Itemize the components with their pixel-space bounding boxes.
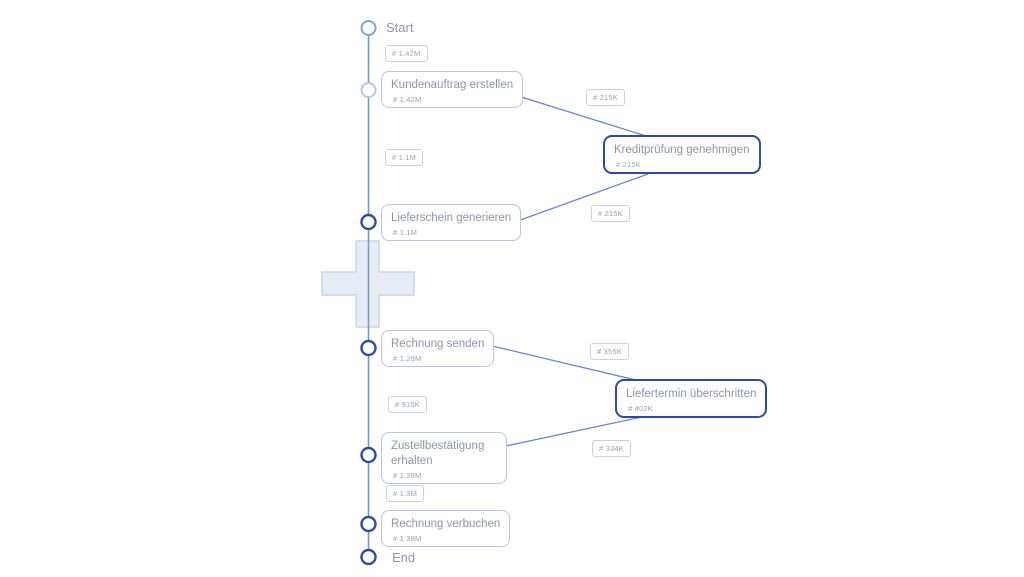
activity-count: # 1.29M [393,353,422,363]
activity-count: # 1.42M [393,94,422,104]
activity-title: Zustellbestätigung erhalten [391,440,485,467]
activity-title: Kreditprüfung genehmigen [614,144,750,156]
node-circle-rechnung-senden [360,339,377,357]
edge-liefertermin-to-zustellbestaetigung [491,413,657,450]
edge-kreditpruefung-to-lieferschein [500,173,649,228]
activity-node-kreditpruefung-genehmigen[interactable]: Kreditprüfung genehmigen # 215K [603,135,761,174]
edge-count-badge-start-to-kundenauftrag: # 1.42M [385,45,428,62]
activity-count: # 1.38M [393,533,422,543]
node-circle-kundenauftrag [360,82,377,98]
node-circle-rechnung-verbuchen [360,515,377,533]
activity-node-lieferschein-generieren[interactable]: Lieferschein generieren # 1.1M [381,204,522,241]
activity-node-liefertermin-ueberschritten[interactable]: Liefertermin überschritten # 402K [615,379,768,418]
edge-count-badge-kundenauftrag-to-lieferschein: # 1.1M [385,149,424,166]
start-node-circle [360,20,377,36]
activity-title: Rechnung verbuchen [391,518,501,530]
start-label: Start [386,20,414,35]
node-circle-lieferschein [360,213,377,231]
activity-count: # 1.38M [393,470,422,480]
activity-title: Lieferschein generieren [391,212,512,224]
end-label: End [392,550,416,565]
edge-count-badge-rechnung-senden-to-zustellbestaetigung: # 915K [388,396,427,413]
end-node-circle [360,548,377,566]
edge-count-badge-zustellbestaetigung-to-rechnung-verbuchen: # 1.3M [386,485,425,502]
edge-kundenauftrag-to-kreditpruefung [498,89,647,137]
edge-count-badge-rechnung-senden-to-liefertermin: # 355K [590,343,629,360]
activity-node-kundenauftrag-erstellen[interactable]: Kundenauftrag erstellen # 1.42M [381,71,524,108]
edge-count-badge-kundenauftrag-to-kreditpruefung: # 215K [586,89,625,106]
edge-count-badge-kreditpruefung-to-lieferschein: # 215K [591,205,630,222]
edge-count-badge-liefertermin-to-zustellbestaetigung: # 334K [592,440,631,457]
activity-count: # 215K [616,159,641,169]
node-circle-zustellbestaetigung [360,446,377,464]
activity-node-rechnung-verbuchen[interactable]: Rechnung verbuchen # 1.38M [381,510,511,547]
activity-title: Kundenauftrag erstellen [391,79,514,91]
activity-node-zustellbestaetigung-erhalten[interactable]: Zustellbestätigung erhalten # 1.38M [381,432,507,484]
activity-title: Liefertermin überschritten [626,388,757,400]
activity-title: Rechnung senden [391,338,485,350]
activity-count: # 402K [628,403,653,413]
edge-rechnung-senden-to-liefertermin [487,344,641,382]
activity-node-rechnung-senden[interactable]: Rechnung senden # 1.29M [381,330,495,367]
activity-count: # 1.1M [393,227,418,237]
